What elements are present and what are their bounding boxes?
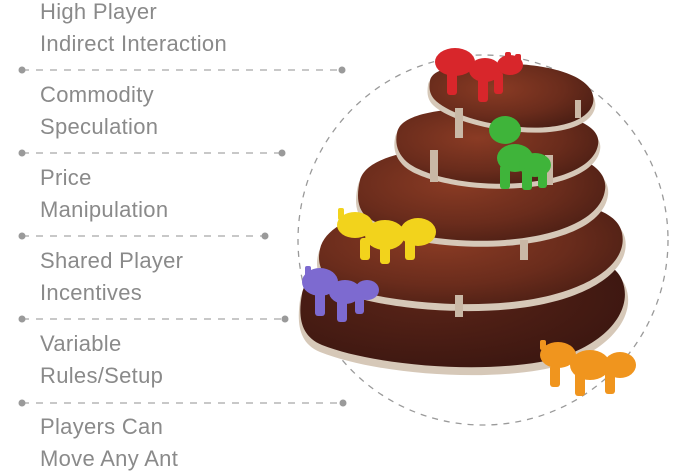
connector-dots xyxy=(18,66,347,407)
ant-purple xyxy=(302,266,379,322)
ant-yellow xyxy=(337,208,436,264)
feature-price-manipulation: Price Manipulation xyxy=(40,162,168,226)
feature-line: Players Can xyxy=(40,414,164,439)
feature-line: Shared Player xyxy=(40,248,184,273)
feature-line: Rules/Setup xyxy=(40,363,164,388)
feature-line: Indirect Interaction xyxy=(40,31,227,56)
feature-line: Variable xyxy=(40,331,122,356)
feature-commodity-speculation: Commodity Speculation xyxy=(40,79,158,143)
feature-shared-player-incentives: Shared Player Incentives xyxy=(40,245,183,309)
connector-lines xyxy=(22,69,343,404)
ant-orange xyxy=(540,340,636,396)
ant-green xyxy=(489,116,551,190)
feature-line: Price xyxy=(40,165,92,190)
feature-line: Manipulation xyxy=(40,197,169,222)
ant-red xyxy=(435,48,523,102)
feature-line: Incentives xyxy=(40,280,143,305)
dashed-circle xyxy=(297,54,669,426)
feature-line: Move Any Ant xyxy=(40,446,179,471)
feature-high-player-indirect-interaction: High Player Indirect Interaction xyxy=(40,0,227,60)
feature-players-can-move-any-ant: Players Can Move Any Ant xyxy=(40,411,178,475)
feature-variable-rules-setup: Variable Rules/Setup xyxy=(40,328,163,392)
feature-line: Commodity xyxy=(40,82,154,107)
feature-line: Speculation xyxy=(40,114,159,139)
feature-line: High Player xyxy=(40,0,158,24)
